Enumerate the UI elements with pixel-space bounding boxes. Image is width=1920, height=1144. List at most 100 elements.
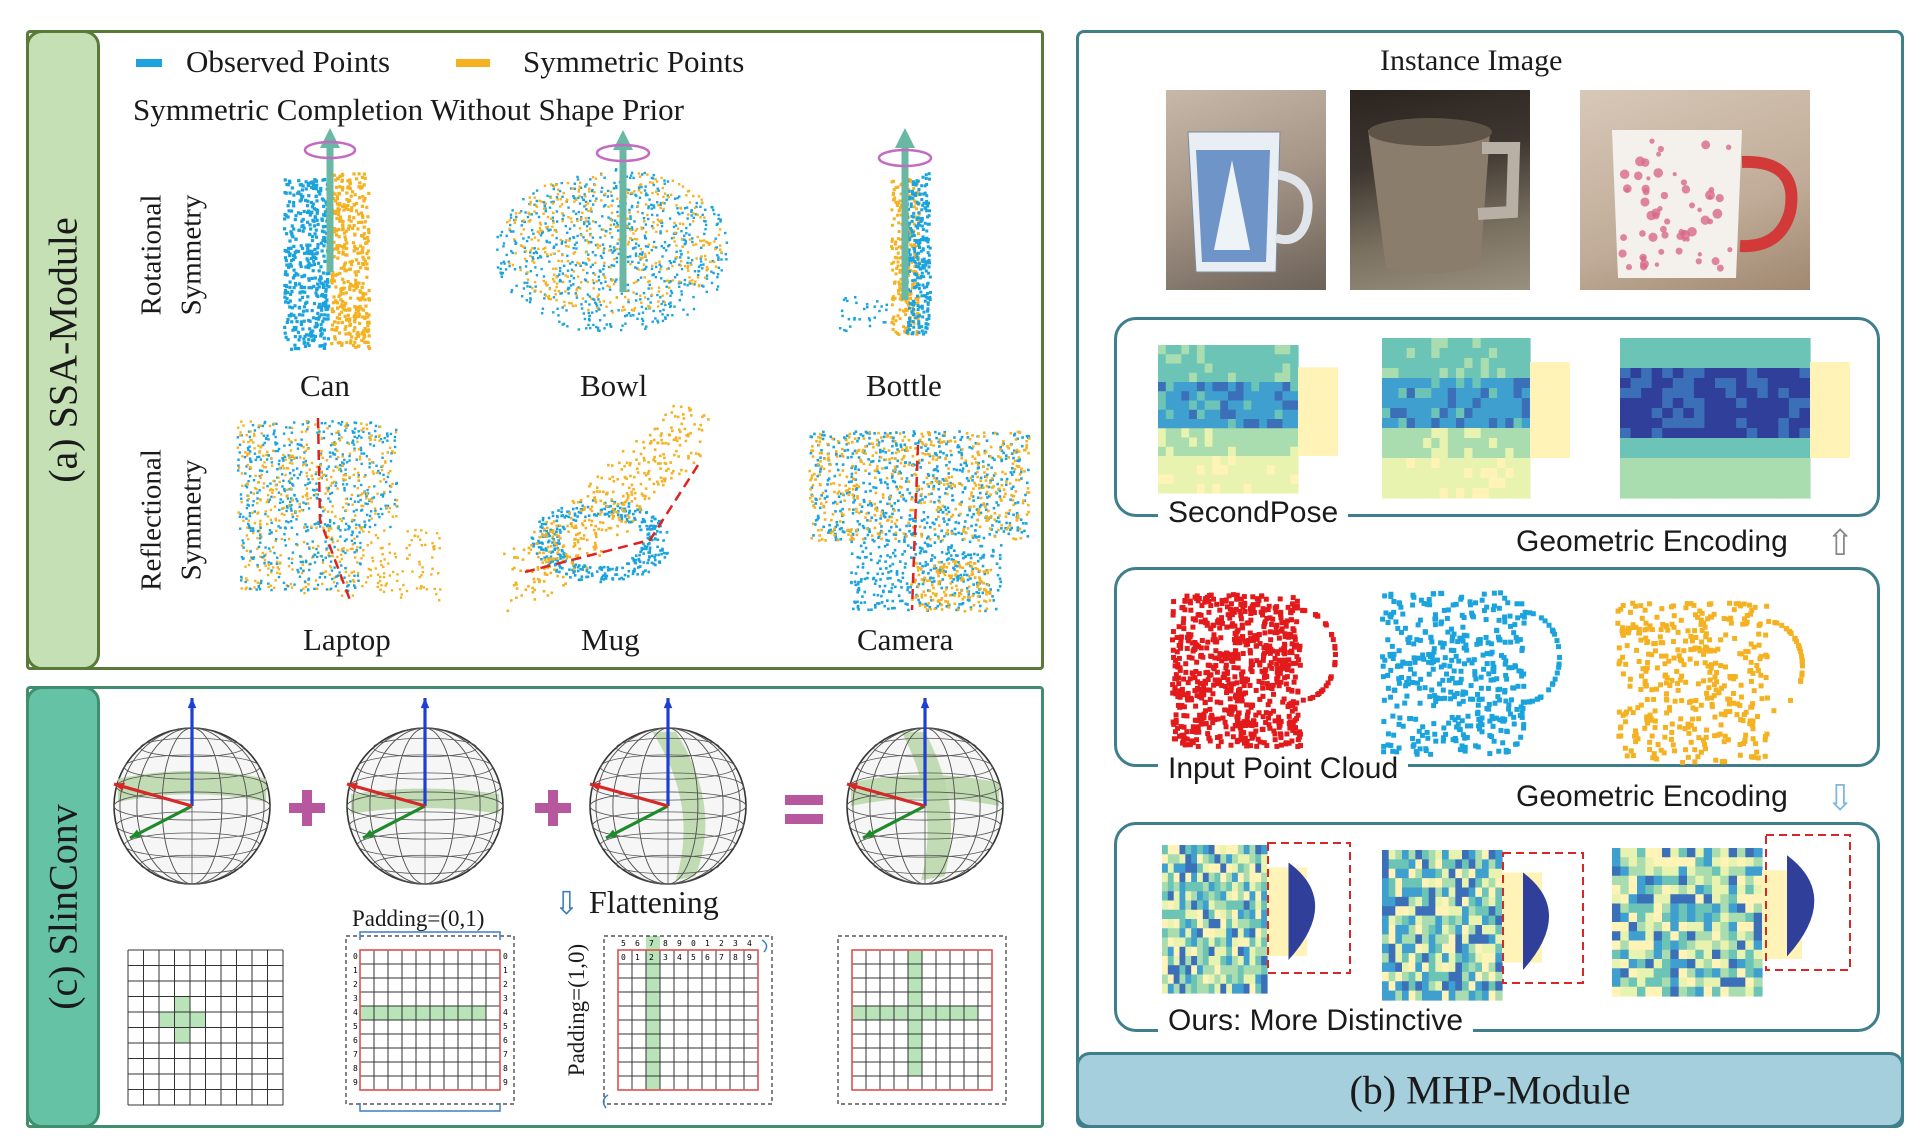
label-camera: Camera [857,622,954,657]
observed-swatch [136,59,162,67]
ours-frame [1114,822,1880,1032]
grid-kernel [127,949,284,1106]
ours-encoding-1 [1162,845,1307,994]
col-index-top: 3 [733,939,738,948]
padding-01-label: Padding=(0,1) [352,906,485,931]
instance-image-title: Instance Image [1380,44,1563,77]
distinctive-handle-box-1 [1267,842,1351,974]
secondpose-encoding-1 [1158,345,1338,494]
label-mug: Mug [581,622,640,657]
ours-encoding-3 [1612,848,1802,997]
col-index-top: 0 [691,939,696,948]
padding-01-bracket-bottom [359,1103,501,1112]
reflection-plane-camera [910,444,920,611]
symmetry-axis-bowl [595,130,651,292]
secondpose-frame [1114,317,1880,517]
sphere-4-x-axis-icon [846,782,926,808]
row-index-right: 0 [503,952,508,961]
col-index-top: 8 [663,939,668,948]
col-index: 5 [691,953,696,962]
mhp-module-title: (b) MHP-Module [1349,1067,1631,1113]
sphere-1-z-axis-icon [187,698,197,806]
input-cloud-red [1170,592,1338,749]
col-index: 2 [649,953,654,962]
col-index: 9 [747,953,752,962]
col-index-top: 4 [747,939,752,948]
col-index: 0 [621,953,626,962]
col-index-top: 1 [705,939,710,948]
secondpose-encoding-3 [1620,338,1850,499]
col-index: 8 [733,953,738,962]
label-bottle: Bottle [866,368,942,403]
reflection-plane-mug [524,461,702,574]
row-index-right: 1 [503,966,508,975]
col-index: 3 [663,953,668,962]
row-index-left: 0 [353,952,358,961]
legend-observed: Observed Points [186,44,391,79]
col-index: 1 [635,953,640,962]
sphere-2-x-axis-icon [346,782,426,808]
row-index-right: 6 [503,1036,508,1045]
row-index-left: 4 [353,1008,358,1017]
row-index-right: 8 [503,1064,508,1073]
row-index-left: 5 [353,1022,358,1031]
sphere-1-x-axis-icon [113,782,193,808]
grid-padding-01 [345,935,515,1105]
input-cloud-blue [1380,590,1562,757]
padding-10-arrow-bottom [602,1094,609,1109]
col-index: 4 [677,953,682,962]
row-index-right: 4 [503,1008,508,1017]
input-frame [1114,567,1880,767]
row-index-right: 7 [503,1050,508,1059]
geometric-encoding-up-icon: ⇧ [1825,523,1856,563]
geometric-encoding-down-label: Geometric Encoding [1516,780,1788,813]
input-cloud-orange [1615,600,1805,765]
sphere-2-y-axis-icon [362,804,426,840]
col-index-top: 6 [635,939,640,948]
label-laptop: Laptop [303,622,391,657]
row-index-left: 1 [353,966,358,975]
sphere-3-x-axis-icon [589,782,669,808]
sphere-1-y-axis-icon [129,804,193,840]
ssa-subtitle: Symmetric Completion Without Shape Prior [133,92,684,127]
ours-label: Ours: More Distinctive [1158,1004,1474,1038]
distinctive-handle-box-3 [1765,834,1851,971]
padding-01-bracket-top [359,931,501,940]
row-index-left: 6 [353,1036,358,1045]
equals-icon [785,795,823,824]
flattening-arrow-icon: ⇩ [553,885,580,921]
row-index-left: 2 [353,980,358,989]
row-index-right: 3 [503,994,508,1003]
sphere-3-y-axis-icon [605,804,669,840]
grid-padding-10 [603,935,773,1105]
reflection-plane-laptop [316,417,352,601]
label-bowl: Bowl [580,368,648,403]
input-point-cloud-label: Input Point Cloud [1158,752,1409,786]
legend-symmetric: Symmetric Points [523,44,745,79]
row-index-right: 9 [503,1078,508,1087]
col-index-top: 7 [649,939,654,948]
sphere-3-z-axis-icon [663,698,673,806]
col-index: 6 [705,953,710,962]
mhp-module-tab [1076,1052,1904,1128]
row-index-right: 5 [503,1022,508,1031]
secondpose-encoding-2 [1382,338,1570,499]
flattening-label: Flattening [589,884,719,920]
row-index-left: 9 [353,1078,358,1087]
symmetry-axis-can [303,128,357,272]
distinctive-handle-box-2 [1502,852,1584,984]
sphere-4-z-axis-icon [920,698,930,806]
row-index-left: 8 [353,1064,358,1073]
ssa-module-tab [26,30,100,670]
row-index-left: 3 [353,994,358,1003]
col-index-top: 9 [677,939,682,948]
sphere-4-y-axis-icon [862,804,926,840]
row-index-right: 2 [503,980,508,989]
ours-encoding-2 [1382,850,1542,1001]
padding-10-arrow-top [761,939,768,953]
